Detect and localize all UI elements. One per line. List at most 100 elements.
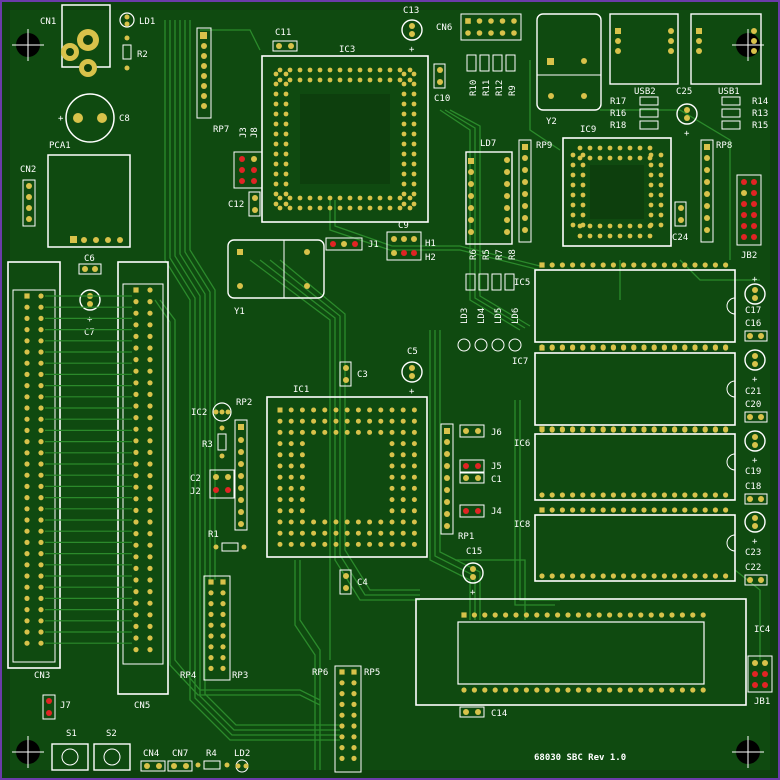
r3-label: R3	[202, 440, 213, 450]
cn3-pin	[24, 595, 30, 602]
rp4-label: RP4	[180, 671, 196, 681]
cn3-pin	[24, 304, 30, 310]
ic1-pin	[299, 463, 305, 469]
s2-switch	[93, 743, 131, 771]
c2-label: C2	[190, 474, 201, 484]
zif-pin	[617, 687, 623, 693]
rp-pin	[351, 723, 357, 729]
cn3-pin	[24, 562, 30, 568]
cn5-pin	[133, 415, 139, 421]
c6-label: C6	[84, 254, 95, 264]
ic8-pin	[539, 573, 545, 579]
ic9-pin	[577, 233, 583, 239]
ic9-pin	[658, 152, 664, 158]
ic3-pin	[357, 205, 363, 211]
ic8-pin	[702, 573, 708, 579]
ic8-pin	[600, 573, 606, 579]
ld1-label: LD1	[139, 17, 155, 27]
j2-jumper	[209, 469, 235, 499]
j7-jumper	[42, 694, 56, 720]
cn3-pin	[38, 349, 44, 355]
ic1-pin	[299, 429, 305, 435]
ic1-pin	[411, 429, 417, 435]
ic1-pin	[277, 474, 283, 480]
ic1-pin	[411, 418, 417, 424]
zif-pin	[492, 687, 498, 693]
ic1-pin	[288, 452, 294, 458]
ic3-pin	[347, 195, 353, 201]
cn5-pin	[133, 554, 139, 560]
rp-pin	[220, 579, 226, 585]
ic3-pin	[411, 201, 417, 207]
ic5-pin	[559, 262, 566, 268]
ic9-pin	[570, 162, 576, 168]
ic9-pin	[570, 152, 576, 158]
ic9-pin	[658, 222, 664, 228]
ic1-pin	[322, 519, 328, 525]
ic1-pin	[277, 452, 283, 458]
ic3-pin	[407, 195, 413, 201]
dip-notch	[726, 453, 736, 471]
zif-pin	[638, 612, 644, 618]
ic3-pin	[273, 131, 279, 137]
r2-resistor	[122, 35, 132, 71]
ic1-pin	[288, 519, 294, 525]
rp9-label: RP9	[536, 141, 552, 151]
cn3-pin	[24, 293, 30, 299]
ic9-pin	[658, 212, 664, 218]
ic3-pin	[401, 151, 407, 157]
cn3-pin	[38, 461, 44, 467]
ic9-pin	[607, 155, 613, 161]
ic1-pin	[411, 508, 417, 514]
ic1-pin	[288, 485, 294, 491]
cn6-pin	[465, 30, 471, 36]
zif-pin	[575, 687, 582, 693]
ic6-pin	[580, 426, 586, 432]
cn3-pin	[38, 640, 44, 646]
ic6-pin	[549, 426, 555, 432]
rp-pin	[351, 712, 357, 718]
ic1-pin	[378, 519, 384, 525]
r1-label: R1	[208, 530, 219, 540]
cn3-pin	[24, 640, 30, 646]
ic3-pin	[401, 171, 407, 177]
rp-pin	[208, 655, 214, 661]
ic3-pin	[387, 195, 393, 201]
cn3-pin	[24, 338, 30, 344]
r18-label: R18	[610, 121, 626, 131]
ic1-pin	[389, 463, 395, 469]
ic3-pin	[283, 181, 289, 187]
ic1-pin	[311, 530, 317, 536]
zif-pin	[544, 612, 550, 618]
ic5-pin	[661, 262, 668, 268]
j4-jumper	[459, 504, 485, 518]
c14-capacitor	[459, 706, 485, 718]
c10-capacitor	[433, 63, 446, 89]
c1-label: C1	[491, 475, 502, 485]
cn3-pin	[24, 506, 30, 512]
ic3-pin	[407, 77, 413, 83]
ic8-dip-chip	[534, 507, 736, 582]
cn5-pin	[133, 647, 139, 653]
ic7-pin	[559, 345, 566, 351]
ic3-pin	[367, 205, 373, 211]
cn3-pin	[24, 472, 30, 478]
j5-jumper	[459, 459, 485, 473]
ld6-label: LD6	[511, 308, 521, 324]
cn3-pin	[24, 439, 30, 445]
r8-label: R8	[508, 249, 518, 260]
c12-capacitor	[248, 191, 261, 217]
ic5-pin	[580, 262, 586, 268]
ic9-pin	[597, 223, 603, 229]
ic6-pin	[641, 426, 647, 432]
ld3-label: LD3	[460, 308, 470, 324]
cn5-pin	[147, 623, 153, 630]
ic1-pin	[411, 452, 417, 458]
ic6-pin	[661, 492, 668, 498]
cn6-header	[460, 13, 522, 41]
ic8-pin	[661, 573, 668, 579]
cn3-pin	[24, 405, 30, 411]
ld3-ld6-leds	[457, 338, 522, 352]
rp-pin	[208, 633, 214, 639]
r10-label: R10	[469, 80, 479, 96]
